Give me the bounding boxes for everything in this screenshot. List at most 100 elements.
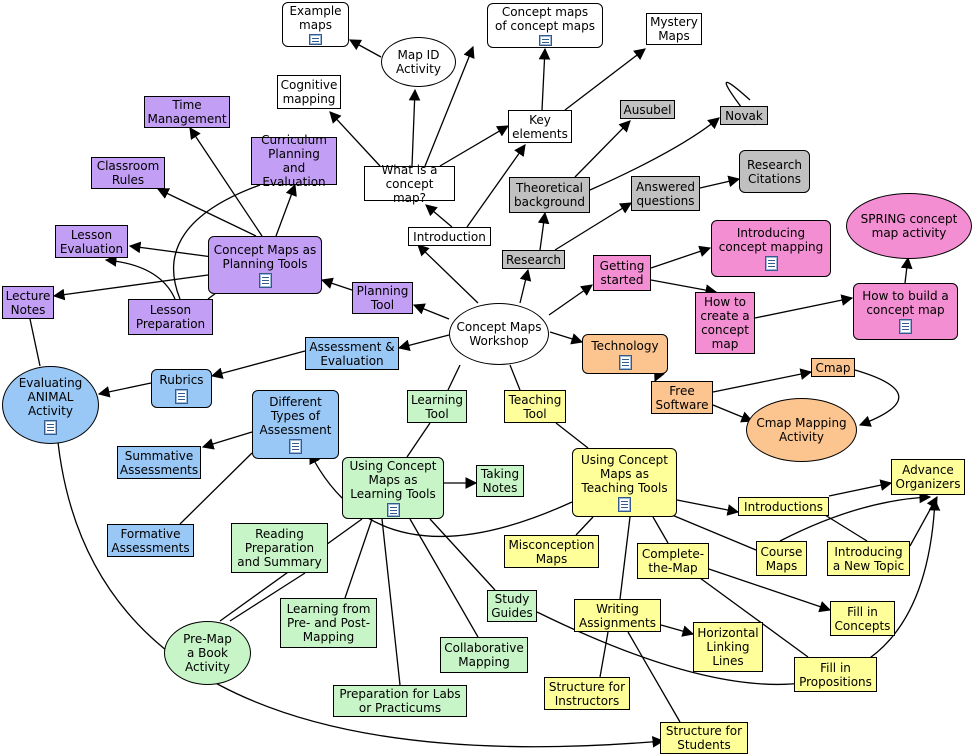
document-icon[interactable] — [618, 354, 632, 370]
node-collaborative-mapping[interactable]: Collaborative Mapping — [440, 637, 528, 673]
edge-38 — [309, 451, 573, 537]
node-lecture-notes[interactable]: Lecture Notes — [2, 286, 54, 319]
edge-26 — [447, 364, 461, 391]
node-using-teaching-tools[interactable]: Using Concept Maps as Teaching Tools — [572, 448, 677, 517]
node-teaching-tool[interactable]: Teaching Tool — [504, 390, 566, 423]
node-label: Concept Maps as Planning Tools — [213, 242, 317, 271]
document-icon[interactable] — [175, 389, 188, 404]
node-course-maps[interactable]: Course Maps — [756, 541, 807, 576]
node-time-management[interactable]: Time Management — [144, 96, 230, 128]
node-fill-in-propositions[interactable]: Fill in Propositions — [794, 657, 877, 692]
node-taking-notes[interactable]: Taking Notes — [476, 465, 524, 497]
node-formative[interactable]: Formative Assessments — [107, 524, 194, 557]
node-cmap-mapping-activity[interactable]: Cmap Mapping Activity — [746, 398, 857, 462]
edge-31 — [210, 350, 306, 379]
edge-68 — [172, 184, 261, 300]
node-getting-started[interactable]: Getting started — [593, 255, 651, 291]
node-label: Lesson Preparation — [135, 303, 206, 331]
node-study-guides[interactable]: Study Guides — [487, 590, 537, 622]
node-different-types[interactable]: Different Types of Assessment — [252, 390, 339, 459]
node-fill-in-concepts[interactable]: Fill in Concepts — [830, 601, 895, 636]
edge-12 — [589, 117, 720, 191]
node-learning-tool[interactable]: Learning Tool — [407, 390, 467, 423]
document-icon[interactable] — [289, 439, 302, 454]
node-theoretical-background[interactable]: Theoretical background — [509, 177, 590, 213]
node-misconception-maps[interactable]: Misconception Maps — [504, 535, 599, 568]
edge-5 — [329, 111, 381, 167]
node-label: Time Management — [147, 98, 227, 126]
edge-33 — [201, 431, 253, 450]
node-key-elements[interactable]: Key elements — [508, 110, 572, 143]
node-map-id-activity[interactable]: Map ID Activity — [381, 37, 456, 87]
document-icon[interactable] — [258, 272, 272, 288]
node-horizontal-linking[interactable]: Horizontal Linking Lines — [693, 622, 763, 672]
document-icon[interactable] — [309, 34, 322, 45]
node-using-learning-tools[interactable]: Using Concept Maps as Learning Tools — [342, 457, 444, 519]
node-label: Getting started — [599, 259, 645, 287]
node-pre-map-book[interactable]: Pre-Map a Book Activity — [164, 621, 251, 685]
node-label: Concept Maps Workshop — [456, 320, 542, 348]
node-summative[interactable]: Summative Assessments — [117, 446, 201, 479]
node-introductions[interactable]: Introductions — [738, 497, 829, 516]
node-label: Using Concept Maps as Teaching Tools — [580, 453, 669, 495]
node-research-citations[interactable]: Research Citations — [739, 150, 810, 193]
node-preparation-labs[interactable]: Preparation for Labs or Practicums — [333, 685, 467, 717]
node-label: Concept maps of concept maps — [495, 5, 595, 33]
node-label: Learning from Pre- and Post- Mapping — [286, 602, 371, 644]
node-free-software[interactable]: Free Software — [651, 381, 713, 414]
node-reading-preparation[interactable]: Reading Preparation and Summary — [231, 523, 328, 573]
node-writing-assignments[interactable]: Writing Assignments — [574, 599, 661, 632]
node-label: What is a concept map? — [381, 162, 438, 205]
node-introducing-new-topic[interactable]: Introducing a New Topic — [827, 541, 910, 576]
node-mystery-maps[interactable]: Mystery Maps — [646, 13, 702, 45]
node-complete-the-map[interactable]: Complete- the-Map — [637, 543, 709, 579]
edge-50 — [660, 624, 695, 637]
node-evaluating-animal[interactable]: Evaluating ANIMAL Activity — [2, 366, 99, 444]
node-structure-students[interactable]: Structure for Students — [660, 722, 748, 754]
node-label: Curriculum Planning and Evaluation — [261, 133, 327, 189]
document-icon[interactable] — [899, 319, 912, 334]
node-label: How to create a concept map — [700, 295, 750, 351]
node-planning-tools[interactable]: Concept Maps as Planning Tools — [208, 236, 322, 294]
document-icon[interactable] — [618, 497, 631, 512]
node-lesson-evaluation[interactable]: Lesson Evaluation — [55, 225, 128, 258]
node-how-to-build[interactable]: How to build a concept map — [853, 283, 958, 340]
node-cmap[interactable]: Cmap — [811, 358, 855, 377]
node-answered-questions[interactable]: Answered questions — [631, 176, 700, 211]
node-ausubel[interactable]: Ausubel — [620, 100, 675, 119]
node-curriculum-planning[interactable]: Curriculum Planning and Evaluation — [251, 133, 337, 189]
node-structure-instructors[interactable]: Structure for Instructors — [544, 677, 630, 710]
edge-10 — [537, 211, 550, 251]
node-classroom-rules[interactable]: Classroom Rules — [91, 157, 165, 189]
node-introduction[interactable]: Introduction — [408, 227, 491, 246]
node-label: Lecture Notes — [5, 288, 51, 317]
document-icon[interactable] — [386, 503, 400, 517]
node-concept-maps-of-concept-maps[interactable]: Concept maps of concept maps — [487, 3, 603, 48]
document-icon[interactable] — [764, 256, 778, 271]
node-what-is-a-concept-map[interactable]: What is a concept map? — [364, 163, 455, 205]
edge-30 — [320, 277, 353, 291]
node-lesson-preparation[interactable]: Lesson Preparation — [128, 299, 213, 335]
document-icon[interactable] — [538, 35, 552, 46]
node-research[interactable]: Research — [502, 250, 565, 269]
node-label: Reading Preparation and Summary — [237, 527, 322, 569]
node-planning-tool[interactable]: Planning Tool — [352, 282, 413, 314]
node-how-to-create[interactable]: How to create a concept map — [695, 292, 755, 354]
edge-0 — [417, 244, 479, 304]
node-assessment-evaluation[interactable]: Assessment & Evaluation — [305, 337, 399, 370]
node-label: Formative Assessments — [111, 526, 190, 555]
node-technology[interactable]: Technology — [582, 334, 668, 374]
node-workshop[interactable]: Concept Maps Workshop — [449, 303, 549, 365]
edge-35 — [406, 422, 431, 458]
node-advance-organizers[interactable]: Advance Organizers — [891, 459, 965, 495]
node-spring-activity[interactable]: SPRING concept map activity — [846, 193, 972, 259]
node-novak[interactable]: Novak — [720, 106, 768, 125]
node-cognitive-mapping[interactable]: Cognitive mapping — [277, 75, 341, 109]
node-introducing-concept-mapping[interactable]: Introducing concept mapping — [711, 220, 831, 277]
node-example-maps[interactable]: Example maps — [282, 2, 349, 47]
node-rubrics[interactable]: Rubrics — [151, 369, 212, 408]
edge-67 — [104, 255, 176, 300]
node-label: Structure for Instructors — [548, 679, 626, 708]
node-learning-pre-post[interactable]: Learning from Pre- and Post- Mapping — [280, 598, 377, 648]
document-icon[interactable] — [44, 419, 57, 435]
